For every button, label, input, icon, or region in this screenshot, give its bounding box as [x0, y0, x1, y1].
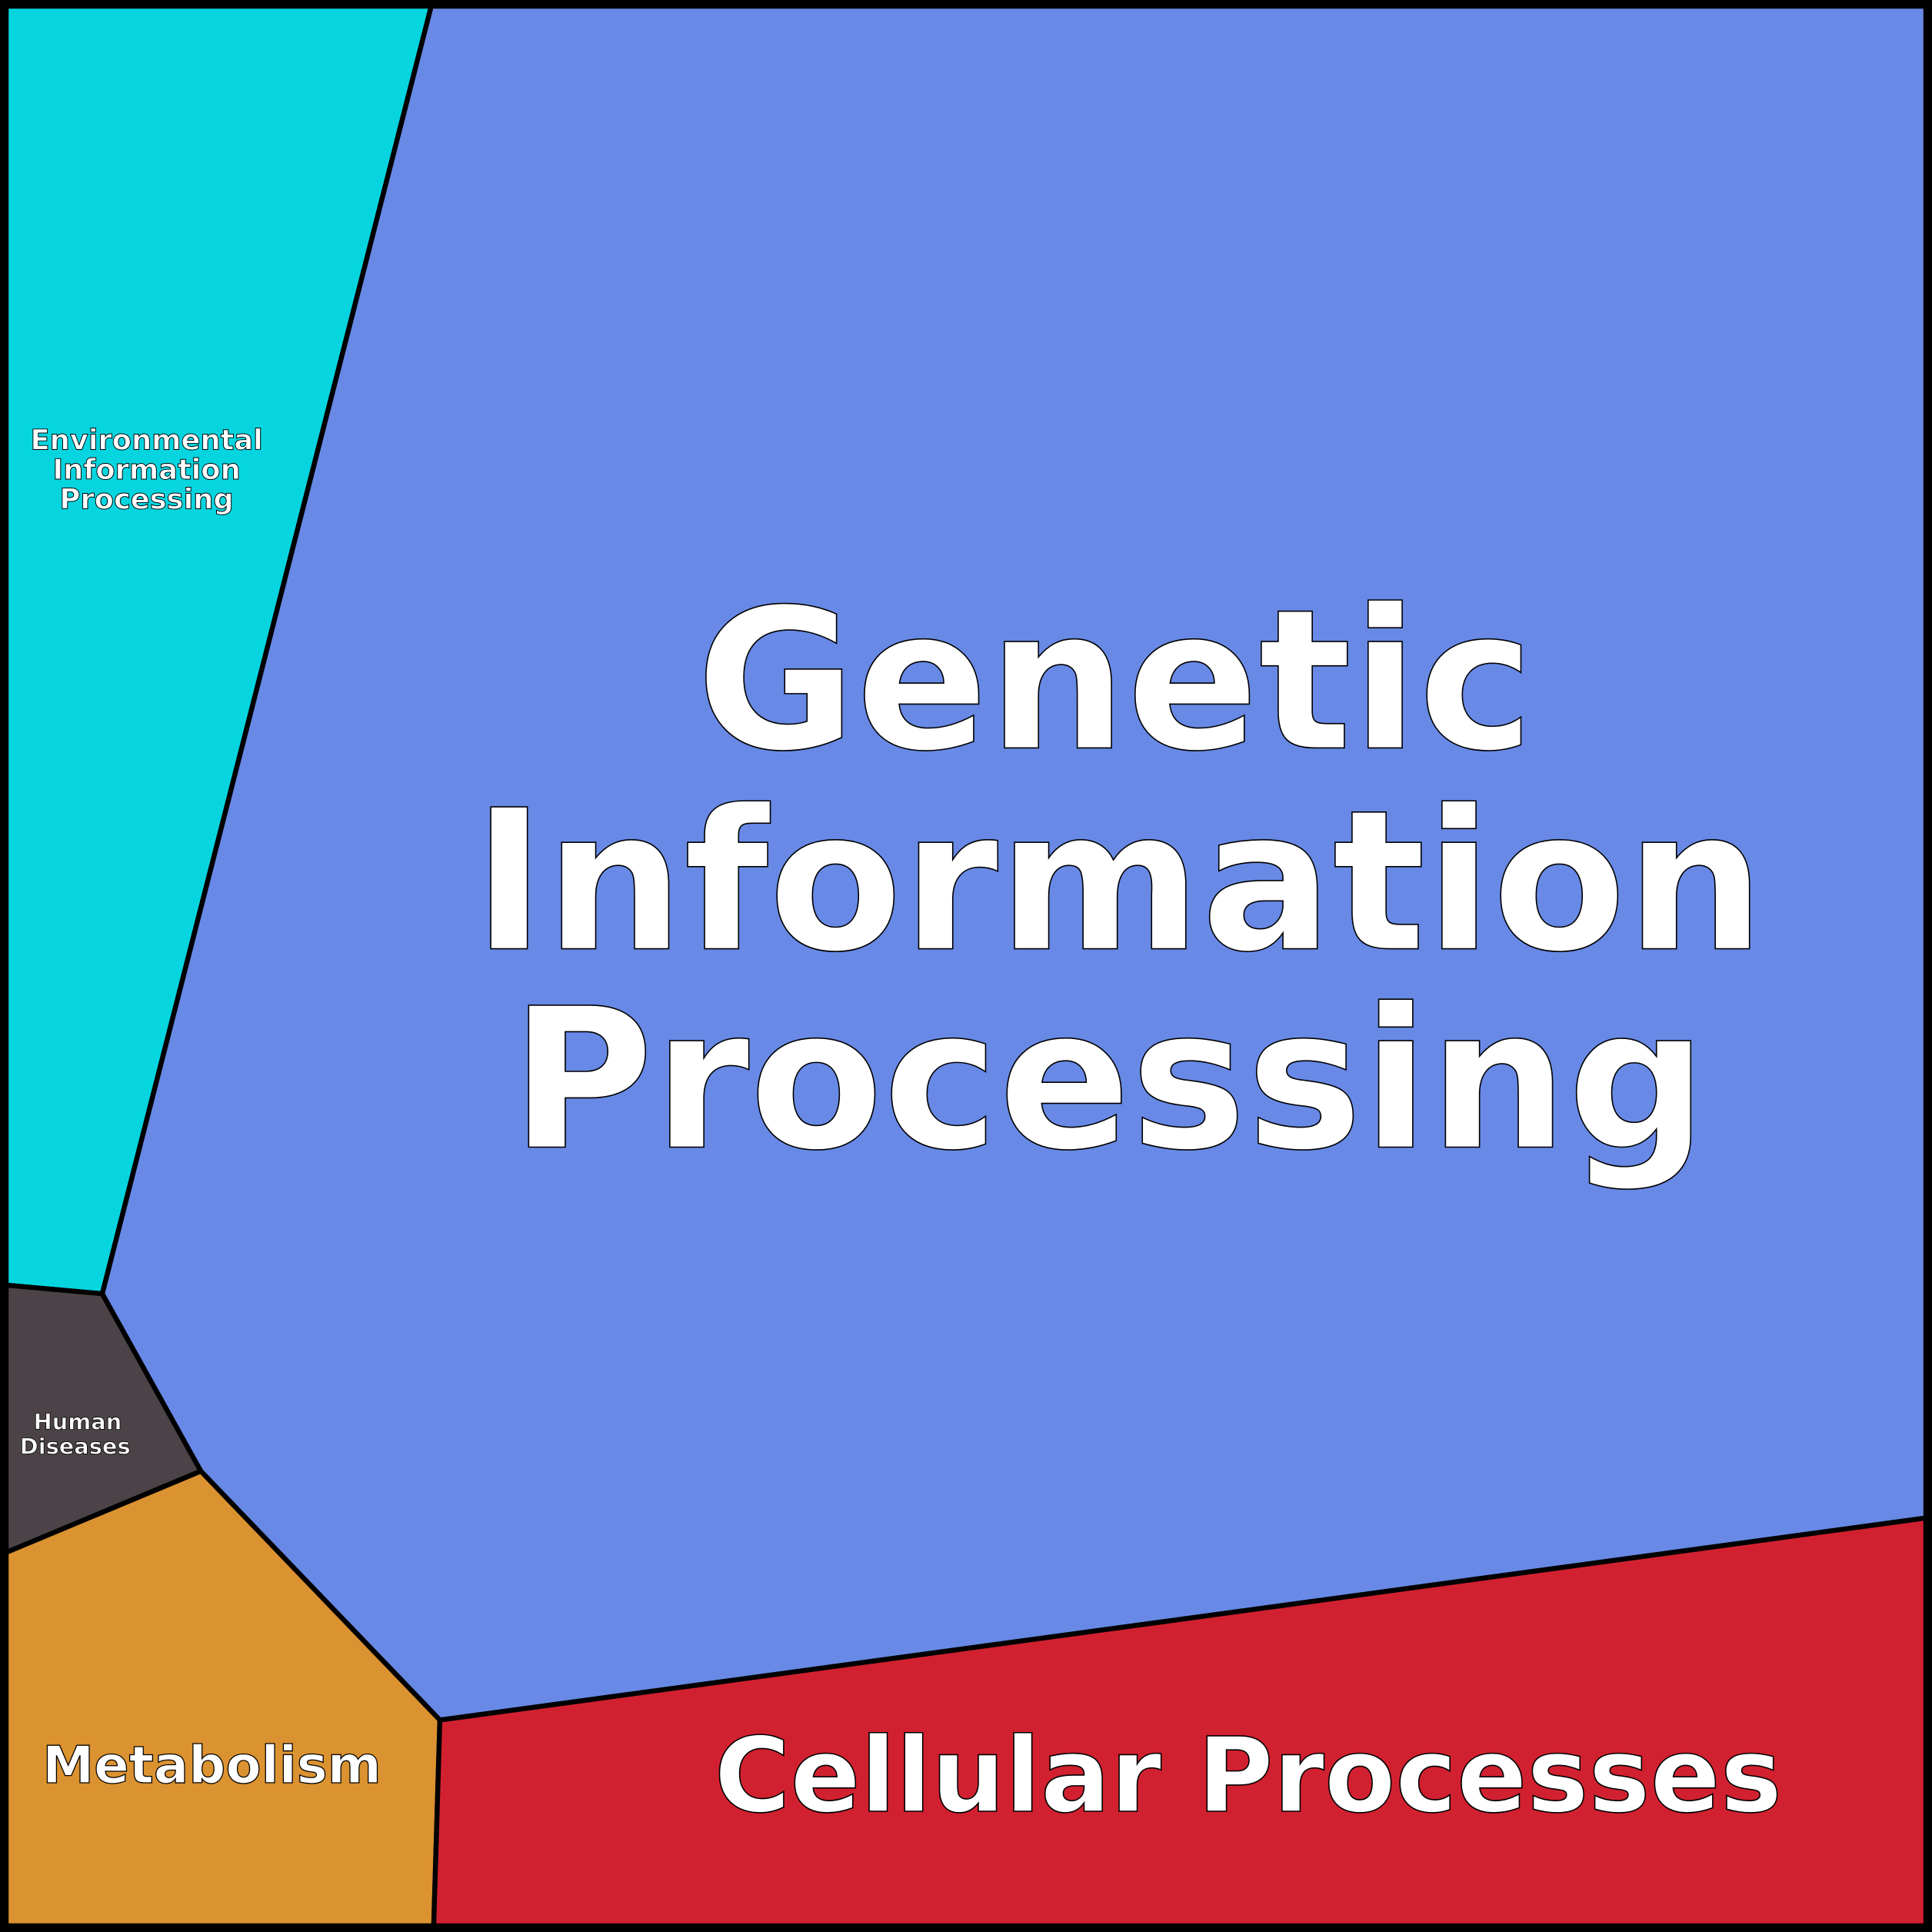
label-line: Processing — [511, 967, 1707, 1194]
label-line: Processing — [59, 483, 233, 516]
label-line: Information — [52, 453, 240, 486]
label-environmental: Environmental Information Processing — [30, 423, 263, 516]
label-line: Environmental — [30, 424, 262, 457]
label-line: Genetic — [696, 567, 1534, 794]
label-genetic: Genetic Information Processing — [472, 567, 1765, 1194]
label-metabolism: Metabolism — [42, 1735, 381, 1795]
label-line: Diseases — [20, 1433, 131, 1459]
label-human-diseases: Human Diseases — [19, 1408, 131, 1460]
label-line: Information — [473, 768, 1765, 995]
label-line: Human — [34, 1408, 122, 1434]
label-cellular-processes: Cellular Processes — [715, 1715, 1782, 1836]
